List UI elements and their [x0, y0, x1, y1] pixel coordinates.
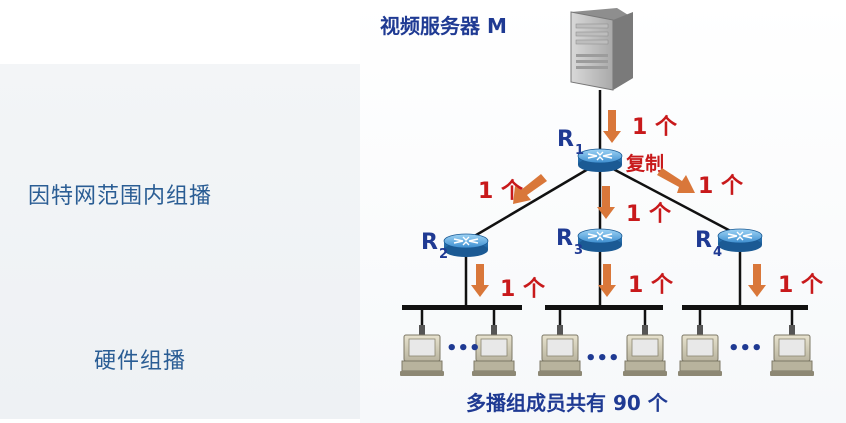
router-r3-icon [577, 228, 623, 253]
count-label: 1 个 [626, 202, 672, 227]
router-r3-label: R 3 [556, 226, 583, 258]
lan-ellipsis: ••• [728, 338, 763, 359]
svg-text:R: R [556, 226, 573, 251]
pc-icon [769, 324, 815, 377]
router-r2-label: R 2 [421, 230, 448, 262]
svg-text:R: R [695, 228, 712, 253]
count-label: 1 个 [698, 174, 744, 199]
video-server-label: 视频服务器 M [380, 14, 507, 38]
router-r1-icon [577, 148, 623, 173]
lan-buses [402, 305, 808, 326]
router-r4-label: R 4 [695, 228, 722, 260]
count-label: 1 个 [478, 179, 524, 204]
pc-icon [399, 324, 445, 377]
svg-text:4: 4 [713, 245, 722, 260]
svg-text:R: R [557, 127, 574, 152]
svg-text:1: 1 [575, 143, 584, 158]
multicast-members-label: 多播组成员共有 90 个 [466, 391, 669, 415]
svg-text:R: R [421, 230, 438, 255]
left-panel-background [0, 64, 380, 419]
pc-icon [537, 324, 583, 377]
network-links [464, 90, 742, 307]
pc-icon [622, 324, 668, 377]
arrow-down-icon [748, 264, 766, 297]
svg-text:3: 3 [574, 243, 583, 258]
router-r1-label: R 1 [557, 127, 584, 158]
arrow-down-left-icon [513, 174, 547, 204]
router-r4-icon [717, 228, 763, 253]
count-label: 1 个 [778, 273, 824, 298]
count-label: 1 个 [632, 115, 678, 140]
video-server-icon [570, 8, 633, 91]
router-r2-icon [443, 233, 489, 258]
lan-ellipsis: ••• [446, 338, 481, 359]
lan-ellipsis: ••• [585, 348, 620, 369]
count-label: 1 个 [500, 277, 546, 302]
arrow-down-icon [471, 264, 489, 297]
hardware-multicast-label: 硬件组播 [94, 349, 187, 374]
svg-text:2: 2 [439, 247, 448, 262]
internet-multicast-label: 因特网范围内组播 [28, 184, 213, 209]
copy-label: 复制 [625, 152, 664, 175]
pc-icon [677, 324, 723, 377]
arrow-down-right-icon [657, 168, 695, 193]
count-label: 1 个 [628, 273, 674, 298]
arrow-down-icon [603, 110, 621, 143]
